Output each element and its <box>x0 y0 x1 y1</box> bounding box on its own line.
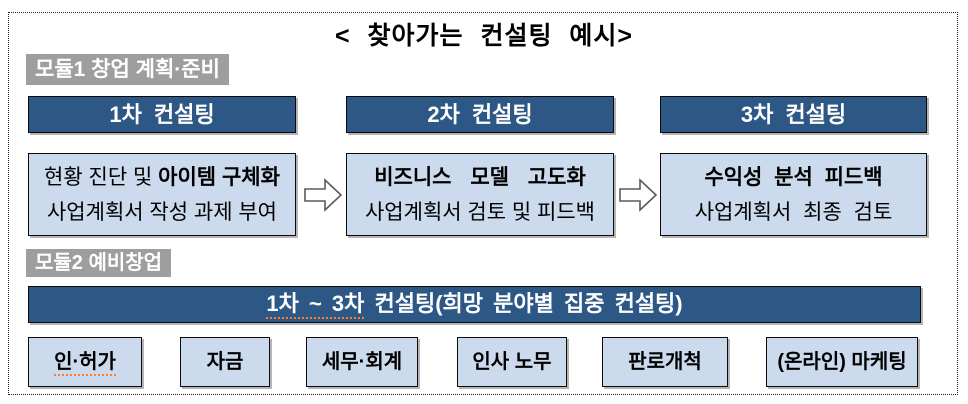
stage3-line1-bold: 수익성 분석 피드백 <box>704 166 883 189</box>
stage2-line2: 사업계획서 검토 및 피드백 <box>364 201 596 224</box>
stage3-line2: 사업계획서 최종 검토 <box>694 201 893 224</box>
topic-box-tax-accounting: 세무·회계 <box>306 337 418 387</box>
right-arrow-icon <box>619 178 658 212</box>
topic-box-hr-labor: 인사 노무 <box>457 337 567 387</box>
module2-consulting-bar: 1차 ~ 3차 컨설팅(희망 분야별 집중 컨설팅) <box>28 286 921 323</box>
stage2-header: 2차 컨설팅 <box>346 96 614 133</box>
stage1-line1-regular: 현황 진단 및 <box>44 166 153 189</box>
stage1-header: 1차 컨설팅 <box>28 96 296 133</box>
stage2-line1: 비즈니스 모델 고도화 <box>347 160 613 195</box>
stage3-header: 3차 컨설팅 <box>660 96 927 133</box>
stage1-line1: 현황 진단 및 아이템 구체화 <box>29 160 295 195</box>
module1-label: 모듈1 창업 계획·준비 <box>26 54 229 85</box>
bar-text-rest: 컨설팅(희망 분야별 집중 컨설팅) <box>374 291 683 316</box>
stage1-line1-bold: 아이템 구체화 <box>158 166 280 189</box>
topic-permits-label: 인·허가 <box>54 351 116 376</box>
diagram-title: < 찾아가는 컨설팅 예시> <box>334 22 634 50</box>
stage2-line1-bold: 비즈니스 모델 고도화 <box>374 166 586 189</box>
topic-box-permits: 인·허가 <box>28 337 142 387</box>
topic-box-funding: 자금 <box>180 337 270 387</box>
stage2-body: 비즈니스 모델 고도화 사업계획서 검토 및 피드백 <box>346 153 614 236</box>
right-arrow-icon <box>304 178 343 212</box>
topic-box-online-marketing: (온라인) 마케팅 <box>766 337 918 387</box>
stage3-body: 수익성 분석 피드백 사업계획서 최종 검토 <box>660 153 927 236</box>
module2-label: 모듈2 예비창업 <box>26 249 172 277</box>
topic-box-sales-channels: 판로개척 <box>602 337 728 387</box>
stage3-line1: 수익성 분석 피드백 <box>661 160 926 195</box>
stage1-line2: 사업계획서 작성 과제 부여 <box>46 201 278 224</box>
stage1-body: 현황 진단 및 아이템 구체화 사업계획서 작성 과제 부여 <box>28 153 296 236</box>
bar-text-underlined: 1차 ~ 3차 <box>266 291 365 319</box>
diagram-dotted-border <box>8 12 958 395</box>
